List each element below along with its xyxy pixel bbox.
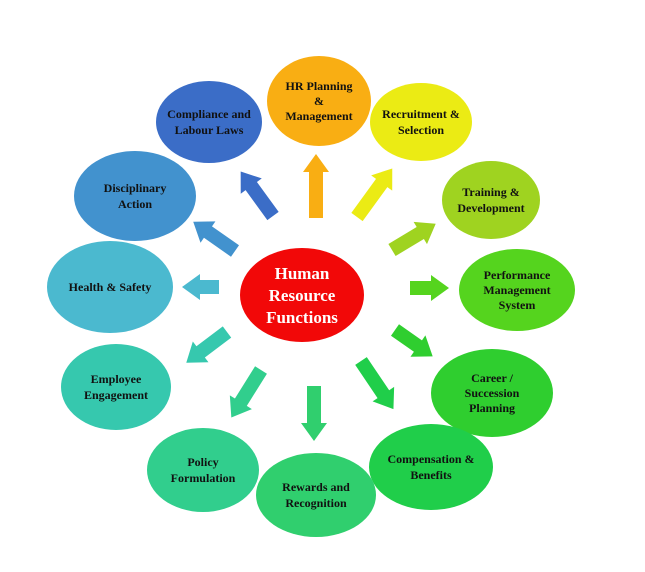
node-label-line: Planning — [469, 401, 515, 415]
node-label-line: Labour Laws — [175, 123, 244, 137]
node-label-line: Performance — [484, 268, 551, 282]
node-ellipse-recruitment-selection — [370, 83, 472, 161]
node-label-line: HR Planning — [285, 79, 352, 93]
node-label-line: Succession — [465, 386, 520, 400]
arrow-rewards-recognition — [301, 386, 327, 441]
node-compensation-benefits: Compensation & Benefits — [369, 424, 493, 510]
node-label-line: Career / — [471, 371, 514, 385]
node-label-line: System — [499, 298, 536, 312]
arrow-employee-engagement — [186, 326, 232, 363]
node-hr-planning-management: HR Planning & Management — [267, 56, 371, 146]
node-label-line: Health & Safety — [69, 280, 152, 294]
node-training-development: Training & Development — [442, 161, 540, 239]
node-label-line: Formulation — [171, 471, 236, 485]
node-policy-formulation: Policy Formulation — [147, 428, 259, 512]
node-career-succession-planning: Career / Succession Planning — [431, 349, 553, 437]
node-label-line: Recruitment & — [382, 107, 460, 121]
node-performance-management-system: Performance Management System — [459, 249, 575, 331]
node-ellipse-employee-engagement — [61, 344, 171, 430]
node-label-line: Disciplinary — [104, 181, 167, 195]
node-ellipse-hr-planning-management — [267, 56, 371, 146]
center-node: Human Resource Functions — [240, 248, 364, 342]
node-label-line: Compensation & — [387, 452, 474, 466]
node-ellipse-policy-formulation — [147, 428, 259, 512]
node-disciplinary-action: Disciplinary Action — [74, 151, 196, 241]
node-ellipse-performance-management-system — [459, 249, 575, 331]
arrow-policy-formulation — [229, 366, 267, 418]
node-label-line: Recognition — [285, 496, 347, 510]
node-rewards-recognition: Rewards and Recognition — [256, 453, 376, 537]
node-label-line: & — [314, 94, 324, 108]
node-label-line: Benefits — [410, 468, 452, 482]
node-ellipse-disciplinary-action — [74, 151, 196, 241]
node-label-line: Development — [457, 201, 524, 215]
arrow-compensation-benefits — [355, 357, 395, 410]
node-employee-engagement: Employee Engagement — [61, 344, 171, 430]
node-compliance-labour-laws: Compliance and Labour Laws — [156, 81, 262, 163]
node-ellipse-training-development — [442, 161, 540, 239]
center-label-line: Resource — [269, 286, 336, 305]
arrow-recruitment-selection — [351, 168, 393, 222]
node-label-line: Employee — [91, 372, 142, 386]
arrow-career-succession-planning — [390, 324, 433, 357]
node-label-line: Compliance and — [167, 107, 251, 121]
arrow-health-safety — [182, 274, 219, 300]
node-label-line: Management — [285, 109, 352, 123]
node-label-line: Training & — [462, 185, 519, 199]
arrow-disciplinary-action — [193, 221, 240, 257]
node-recruitment-selection: Recruitment & Selection — [370, 83, 472, 161]
node-label-line: Management — [483, 283, 550, 297]
node-label-line: Rewards and — [282, 480, 350, 494]
arrow-training-development — [388, 221, 436, 257]
node-label-line: Selection — [398, 123, 444, 137]
node-label-line: Policy — [187, 455, 218, 469]
arrow-hr-planning-management — [303, 154, 329, 218]
node-health-safety: Health & Safety — [47, 241, 173, 333]
nodes: HR Planning & Management Recruitment & S… — [47, 56, 575, 537]
node-ellipse-health-safety — [47, 241, 173, 333]
center-label-line: Functions — [266, 308, 338, 327]
node-ellipse-career-succession-planning — [431, 349, 553, 437]
node-ellipse-compliance-labour-laws — [156, 81, 262, 163]
node-ellipse-compensation-benefits — [369, 424, 493, 510]
node-label-line: Engagement — [84, 388, 148, 402]
arrows — [182, 154, 449, 441]
arrow-compliance-labour-laws — [240, 171, 279, 221]
center-label-line: Human — [275, 264, 330, 283]
node-ellipse-rewards-recognition — [256, 453, 376, 537]
node-label-line: Action — [118, 197, 152, 211]
arrow-performance-management-system — [410, 275, 449, 301]
center-ellipse — [240, 248, 364, 342]
